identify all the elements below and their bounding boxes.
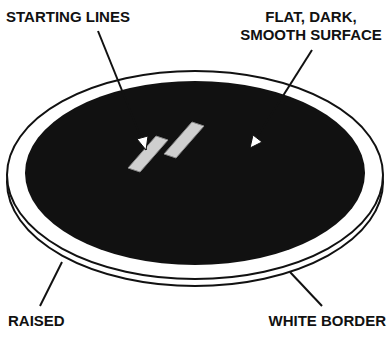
- starting-line: [128, 136, 168, 172]
- leader-arrowhead: [250, 135, 262, 148]
- dark-surface: [25, 81, 365, 265]
- leader-line: [98, 31, 146, 150]
- leader-line: [40, 262, 62, 306]
- leader-line: [250, 50, 312, 148]
- part-label: FLAT, DARK, SMOOTH SURFACE: [236, 8, 386, 44]
- part-label: STARTING LINES: [6, 8, 186, 26]
- white-border: [7, 71, 383, 279]
- leader-arrowhead: [137, 136, 148, 150]
- part-label: RAISED: [8, 312, 98, 330]
- part-label: WHITE BORDER: [236, 312, 386, 330]
- starting-line: [164, 122, 204, 158]
- leader-line: [290, 272, 322, 306]
